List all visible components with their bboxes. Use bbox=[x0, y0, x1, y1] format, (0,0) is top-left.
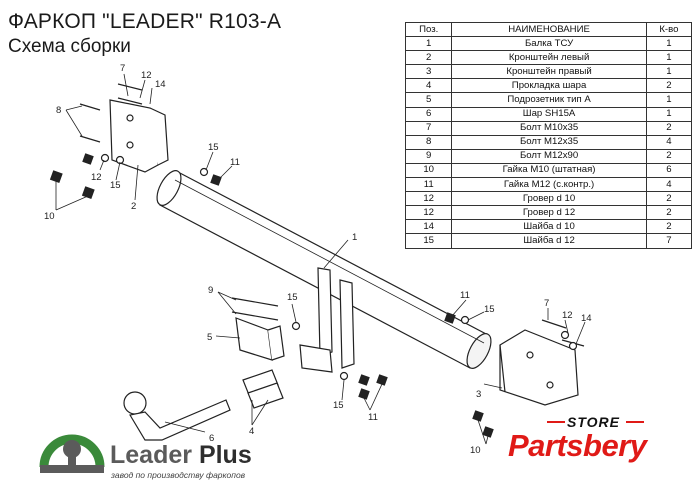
callout-11-top: 11 bbox=[230, 157, 240, 168]
bolts bbox=[79, 83, 585, 347]
row-quantity: 1 bbox=[645, 106, 693, 122]
callout-labels: 1 2 3 4 5 6 7 7 8 9 10 10 11 11 11 12 12… bbox=[44, 63, 592, 456]
store-accent-left bbox=[547, 421, 565, 423]
socket-plate bbox=[235, 317, 285, 361]
row-quantity: 1 bbox=[645, 92, 693, 108]
callout-8: 8 bbox=[56, 105, 61, 116]
callout-5: 5 bbox=[207, 332, 212, 343]
callout-11-right: 11 bbox=[460, 290, 470, 301]
brand-plus: Plus bbox=[198, 441, 252, 469]
row-position: 15 bbox=[404, 233, 453, 249]
row-quantity: 7 bbox=[645, 233, 693, 249]
row-position: 4 bbox=[404, 78, 453, 94]
brand-slogan: завод по производству фаркопов bbox=[111, 470, 246, 480]
right-bracket bbox=[499, 329, 579, 406]
callout-4: 4 bbox=[249, 426, 254, 437]
callout-7-right: 7 bbox=[544, 298, 549, 309]
callout-15-bottom: 15 bbox=[333, 400, 344, 411]
row-position: 3 bbox=[404, 64, 453, 80]
row-name: Шайба d 12 bbox=[451, 233, 647, 249]
leader-plus-logo bbox=[39, 434, 105, 473]
diagram-title: ФАРКОП "LEADER" R103-A bbox=[8, 10, 282, 33]
callout-1: 1 bbox=[352, 232, 357, 243]
brand-main: Leader bbox=[110, 441, 192, 469]
store-watermark: Partsbery bbox=[508, 428, 647, 463]
tow-ball bbox=[123, 391, 231, 441]
brand-name: Leader Plus bbox=[110, 441, 252, 470]
row-quantity: 2 bbox=[645, 78, 693, 94]
diagram-subtitle: Схема сборки bbox=[8, 36, 131, 57]
callout-7-left: 7 bbox=[120, 63, 125, 74]
callout-15-right: 15 bbox=[484, 304, 495, 315]
row-name: Кронштейн правый bbox=[451, 64, 647, 80]
ball-mount-plates bbox=[299, 267, 355, 373]
callout-12-top: 12 bbox=[141, 70, 152, 81]
callout-10-right: 10 bbox=[470, 445, 481, 456]
store-label: STORE bbox=[567, 414, 620, 430]
row-name: Прокладка шара bbox=[451, 78, 647, 94]
row-position: 6 bbox=[404, 106, 453, 122]
callout-2: 2 bbox=[131, 201, 136, 212]
callout-14-right: 14 bbox=[581, 313, 592, 324]
row-position: 5 bbox=[404, 92, 453, 108]
ball-shims bbox=[242, 369, 284, 409]
row-quantity: 1 bbox=[645, 64, 693, 80]
callout-14-left: 14 bbox=[155, 79, 166, 90]
callout-10-left: 10 bbox=[44, 211, 55, 222]
row-quantity: 1 bbox=[645, 50, 693, 66]
callout-12-left: 12 bbox=[91, 172, 102, 183]
callout-15-middle: 15 bbox=[287, 292, 298, 303]
row-position: 2 bbox=[404, 50, 453, 66]
callout-9: 9 bbox=[208, 285, 213, 296]
nuts-and-washers bbox=[49, 153, 578, 438]
row-position: 7 bbox=[404, 120, 453, 136]
callout-11-bottom: 11 bbox=[368, 412, 378, 423]
callout-lines bbox=[55, 73, 586, 445]
callout-6: 6 bbox=[209, 433, 214, 444]
callout-15-top: 15 bbox=[208, 142, 219, 153]
callout-3: 3 bbox=[476, 389, 481, 400]
store-accent-right bbox=[626, 421, 644, 423]
callout-15-left: 15 bbox=[110, 180, 121, 191]
table-header-row: Поз. НАИМЕНОВАНИЕ К-во bbox=[404, 21, 693, 38]
left-bracket bbox=[109, 99, 169, 173]
callout-12-right: 12 bbox=[562, 310, 573, 321]
